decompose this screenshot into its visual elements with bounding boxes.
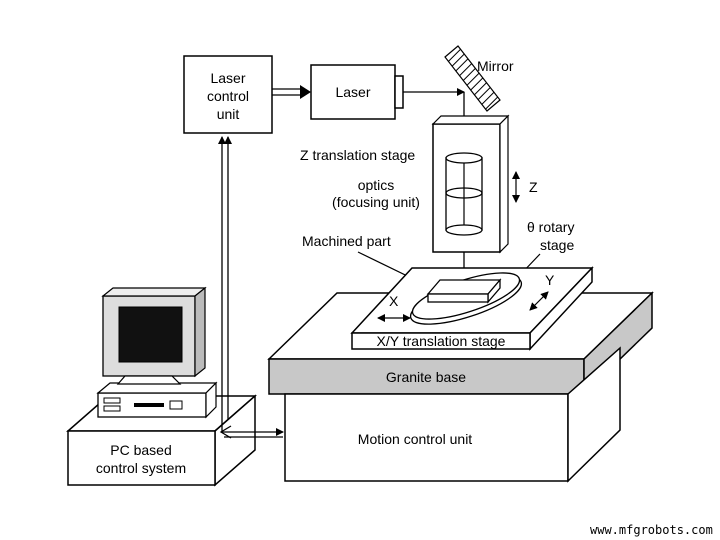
z-axis-label: Z <box>529 179 538 195</box>
control-to-laser-arrow <box>272 85 311 99</box>
mirror: Mirror <box>444 45 514 112</box>
mirror-label: Mirror <box>477 58 514 74</box>
motion-control-unit-label: Motion control unit <box>358 431 473 447</box>
z-translation-stage-label: Z translation stage <box>300 147 415 163</box>
laser-control-unit: Laser control unit <box>183 55 273 134</box>
granite-base-label: Granite base <box>386 369 466 385</box>
machined-part <box>426 278 502 304</box>
motion-control-unit: Motion control unit <box>284 346 621 483</box>
pc-to-motion-control-link <box>219 425 284 439</box>
pc-label-1: PC based <box>110 442 171 458</box>
machined-part-label: Machined part <box>302 233 391 249</box>
laser-box: Laser <box>310 64 404 120</box>
theta-rotary-stage-label-1: θ rotary <box>527 219 574 235</box>
theta-rotary-stage-label: θ rotary stage <box>519 219 574 276</box>
laser-label: Laser <box>335 84 370 100</box>
pc-to-laser-control-link <box>218 136 232 432</box>
optics-label-2: (focusing unit) <box>332 194 420 210</box>
x-axis-indicator: X <box>377 293 411 322</box>
x-axis-label: X <box>389 293 399 309</box>
laser-control-unit-label-1: Laser <box>210 70 245 86</box>
watermark: www.mfgrobots.com <box>590 523 713 537</box>
theta-rotary-stage-label-2: stage <box>540 237 574 253</box>
y-axis-indicator: Y <box>529 272 555 311</box>
laser-control-unit-label-2: control <box>207 88 249 104</box>
y-axis-label: Y <box>545 272 555 288</box>
optics-label-1: optics <box>358 177 395 193</box>
pc-control-system: PC based control system <box>66 394 257 487</box>
xy-translation-stage-label: X/Y translation stage <box>377 333 506 349</box>
pc-label-2: control system <box>96 460 186 476</box>
optics-focusing-unit: optics (focusing unit) <box>332 152 483 236</box>
z-axis-indicator: Z <box>512 171 538 203</box>
laser-control-unit-label-3: unit <box>217 106 240 122</box>
computer-illustration <box>96 286 218 419</box>
